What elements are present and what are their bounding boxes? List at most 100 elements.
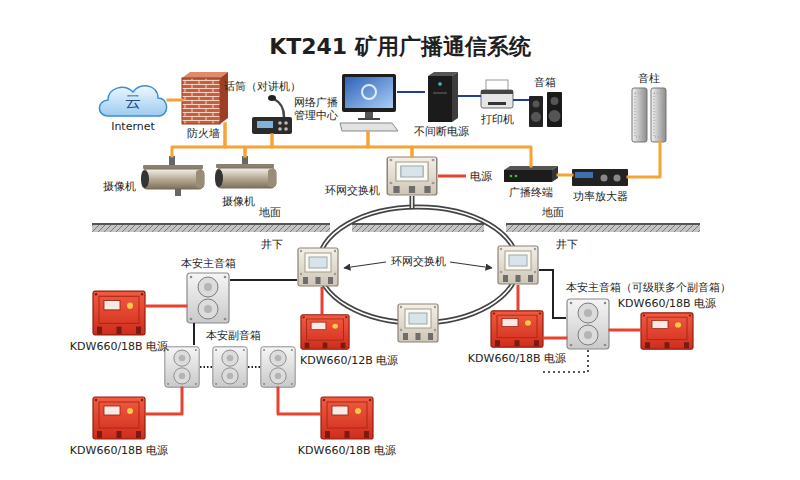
device-label: 广播终端 [509, 186, 553, 199]
device-label: 打印机 [481, 113, 514, 126]
computer-icon [358, 118, 380, 120]
cable-line [558, 174, 572, 177]
ups-icon [428, 72, 458, 76]
speaker-box-icon [567, 299, 609, 349]
column-speaker-icon [632, 88, 647, 142]
computer-icon [340, 123, 398, 131]
cloud-icon: 云Internet [100, 84, 168, 118]
device-label: 音柱 [638, 72, 660, 85]
device-label: KDW660/18B 电源 [468, 352, 566, 365]
computer-icon [340, 74, 398, 131]
column-speaker-icon [654, 93, 663, 137]
ups-icon [428, 76, 452, 122]
device-label: 音箱 [534, 76, 556, 89]
microphone-icon [252, 95, 292, 134]
signal-cable [200, 366, 260, 368]
speaker-box-icon [187, 273, 229, 323]
diagram-title: KT241 矿用广播通信系统 [269, 34, 531, 60]
cloud-icon [99, 86, 166, 116]
camera-icon [141, 170, 149, 188]
speaker-icon [529, 92, 562, 127]
power-amplifier-icon [572, 169, 628, 186]
printer-icon [488, 102, 506, 105]
cable-line [278, 388, 320, 414]
cable-line [628, 142, 660, 177]
power-supply-icon [93, 291, 693, 439]
cable-line [146, 388, 182, 414]
device-label: 摄像机 [222, 195, 255, 208]
device-label: 云 [125, 92, 141, 111]
firewall-icon [182, 72, 228, 124]
speaker-group: 本安副音箱 [162, 344, 296, 388]
column-speaker-icon: 音柱 [630, 88, 668, 142]
ring-switch-box [398, 304, 438, 342]
cable-line [272, 132, 368, 147]
printer-icon [481, 90, 513, 108]
ring-switch-box [387, 157, 437, 195]
power-supply-box: KDW660/18B 电源 [640, 312, 694, 350]
ups-icon [433, 92, 447, 94]
camera-icon [242, 156, 248, 165]
power-amplifier-icon [601, 175, 608, 182]
device-label: 防火墙 [187, 127, 220, 140]
power-cable [517, 285, 520, 310]
column-speaker-icon [635, 93, 644, 137]
cable-line [610, 329, 640, 332]
computer-icon [342, 74, 396, 112]
broadcast-terminal-icon [510, 175, 513, 178]
cable-line [368, 132, 412, 156]
camera-icon [216, 164, 274, 168]
device-label: KDW660/18B 电源 [70, 444, 168, 457]
speaker-box-icon [165, 273, 609, 387]
power-supply-box: KDW660/18B 电源 [92, 396, 146, 440]
power-supply-box: KDW660/18B 电源 [92, 290, 146, 336]
speaker-icon [529, 96, 543, 127]
ring-network-cable [318, 207, 518, 323]
microphone-icon: 话筒（对讲机） [250, 95, 292, 135]
device-label: KDW660/18B 电源 [70, 340, 168, 353]
broadcast-terminal: 广播终端 [504, 166, 558, 182]
ground-band [352, 224, 484, 232]
ring-network-cable [318, 196, 518, 323]
microphone-icon [278, 127, 282, 131]
power-supply-icon [93, 397, 145, 439]
camera-icon [216, 168, 276, 188]
power-amplifier-icon [614, 175, 621, 182]
camera-icon [268, 169, 276, 187]
device-label: KDW660/18B 电源 [618, 297, 716, 310]
speaker-icon [533, 101, 540, 108]
device-label: 摄像机 [103, 180, 136, 193]
column-speaker-icon [651, 88, 666, 142]
computer-icon [365, 112, 373, 118]
power-cable [322, 176, 518, 314]
cable-line [458, 95, 480, 97]
microphone-icon [284, 127, 288, 131]
camera-icon [141, 156, 276, 196]
power-amplifier-icon [575, 172, 593, 178]
firewall-icon [220, 72, 228, 124]
device-label: 话筒（对讲机） [224, 80, 301, 93]
cable-line [514, 99, 528, 101]
broadcast-terminal-icon [504, 170, 552, 182]
ups-icon [452, 72, 458, 122]
printer-icon [481, 90, 513, 94]
speaker-box-icon [261, 347, 295, 387]
ring-switch-box [298, 157, 538, 342]
power-supply-icon [641, 313, 693, 349]
power-supply-icon [93, 291, 145, 335]
place-label: 电源 [470, 170, 492, 183]
ring-switch-box: 环网交换机 [386, 156, 438, 196]
camera-icon: 摄像机 [140, 156, 205, 196]
camera-icon [142, 169, 204, 189]
power-supply-box: KDW660/18B 电源 [320, 396, 374, 440]
cloud-icon [99, 86, 166, 116]
place-label: 地面 [259, 206, 281, 219]
ground-band [506, 224, 700, 232]
speaker-box: 本安主音箱（可级联多个副音箱） [566, 298, 610, 350]
microphone-icon [284, 121, 288, 125]
device-label: 本安副音箱 [206, 329, 261, 342]
camera-icon [169, 156, 175, 166]
power-cable [438, 175, 466, 178]
